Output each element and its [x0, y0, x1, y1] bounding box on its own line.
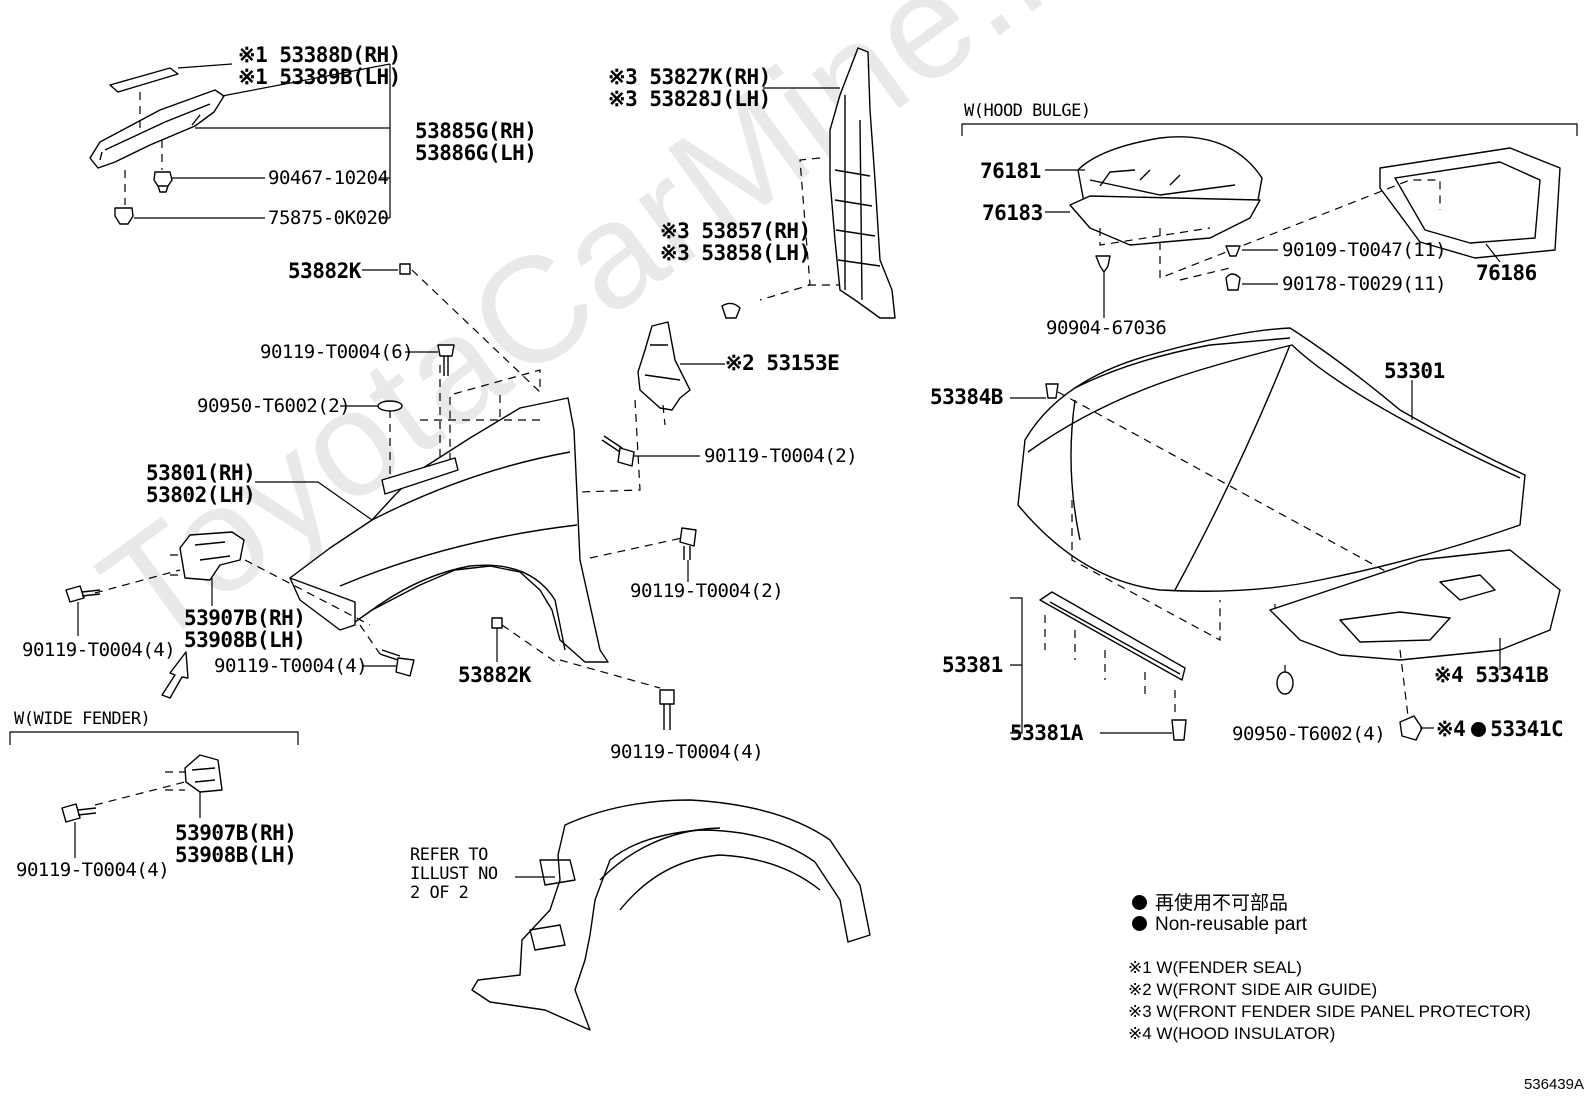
- callout-53827k: ※3 53827K(RH): [608, 65, 771, 89]
- clip-drawing-75875: [114, 207, 134, 225]
- note-1: ※1 W(FENDER SEAL): [1128, 958, 1302, 977]
- callout-90950-2: 90950-T6002(2): [197, 395, 351, 417]
- legend-en-text: Non-reusable part: [1155, 914, 1308, 935]
- non-reusable-dot-icon: [1471, 722, 1487, 737]
- bolt-drawing-lower: [379, 649, 415, 677]
- callout-53341c: ※4 53341C: [1436, 717, 1564, 741]
- air-guide-drawing: [637, 321, 691, 411]
- callout-90119-4-wide: 90119-T0004(4): [16, 859, 170, 881]
- callout-53381: 53381: [942, 653, 1003, 677]
- callout-53341b: ※4 53341B: [1434, 663, 1549, 687]
- note-3: ※3 W(FRONT FENDER SIDE PANEL PROTECTOR): [1128, 1002, 1531, 1021]
- side-panel-protector-drawing: [829, 47, 896, 319]
- fender-seal-drawing: [89, 67, 225, 169]
- callout-53885g: 53885G(RH): [415, 119, 537, 143]
- legend-non-reusable-jp: 再使用不可部品: [1132, 888, 1288, 915]
- callout-53153e: ※2 53153E: [725, 351, 840, 375]
- diagram-code: 536439A: [1523, 1076, 1584, 1093]
- callout-90904: 90904-67036: [1046, 317, 1167, 339]
- callout-90950-4: 90950-T6002(4): [1232, 723, 1386, 745]
- fender-liner-drawing: [471, 799, 871, 1031]
- callout-76181: 76181: [980, 159, 1041, 183]
- callout-90119-6: 90119-T0004(6): [260, 341, 414, 363]
- callout-53882k-bottom: 53882K: [458, 663, 531, 687]
- callout-53802: 53802(LH): [146, 483, 256, 507]
- callout-90119-2-lower: 90119-T0004(2): [630, 580, 784, 602]
- section-title-hood-bulge: W(HOOD BULGE): [964, 101, 1091, 121]
- bolt-drawing-wide: [61, 803, 97, 823]
- callout-53389b: ※1 53389B(LH): [238, 65, 401, 89]
- hood-drawing: [1017, 327, 1526, 592]
- callout-53908b-wide: 53908B(LH): [175, 843, 297, 867]
- legend-non-reusable-en: Non-reusable part: [1132, 914, 1307, 936]
- callout-53384b: 53384B: [930, 385, 1003, 409]
- bracket-drawing-wide: [184, 754, 223, 793]
- callout-90178: 90178-T0029(11): [1282, 273, 1447, 295]
- section-title-wide-fender: W(WIDE FENDER): [14, 709, 151, 729]
- callout-90119-2-upper: 90119-T0004(2): [704, 445, 858, 467]
- bracket-drawing-53907b: [179, 531, 245, 581]
- callout-53301: 53301: [1384, 359, 1445, 383]
- fender-drawing: [289, 397, 609, 663]
- callout-53388d: ※1 53388D(RH): [238, 43, 401, 67]
- callout-90119-4-bottom: 90119-T0004(4): [610, 741, 764, 763]
- bolt-drawing-bottom: [659, 689, 675, 730]
- callout-53882k-top: 53882K: [288, 259, 361, 283]
- note-mark-4: ※4: [1436, 717, 1466, 741]
- bolt-drawing-right: [679, 527, 697, 560]
- callout-53908b: 53908B(LH): [184, 628, 306, 652]
- callout-53886g: 53886G(LH): [415, 141, 537, 165]
- callout-90467: 90467-10204: [268, 167, 389, 189]
- clip-drawing-90467: [153, 171, 173, 193]
- callout-53858: ※3 53858(LH): [660, 241, 811, 265]
- callout-53907b: 53907B(RH): [184, 606, 306, 630]
- callout-53907b-wide: 53907B(RH): [175, 821, 297, 845]
- callout-53857: ※3 53857(RH): [660, 219, 811, 243]
- hood-insulator-drawing: [1269, 549, 1561, 661]
- note-4: ※4 W(HOOD INSULATOR): [1128, 1024, 1336, 1043]
- callout-90119-4-mid: 90119-T0004(4): [214, 655, 368, 677]
- callout-90109: 90109-T0047(11): [1282, 239, 1447, 261]
- hood-seal-drawing: [1039, 591, 1186, 681]
- callout-refer-to-illust: REFER TO ILLUST NO 2 OF 2: [410, 845, 498, 903]
- callout-76186: 76186: [1476, 261, 1537, 285]
- non-reusable-dot-icon: [1132, 916, 1147, 931]
- bulge-frame-drawing: [1379, 147, 1561, 259]
- bolt-drawing-mid: [601, 435, 635, 467]
- arrow-drawing: [161, 651, 189, 699]
- callout-76183: 76183: [982, 201, 1043, 225]
- callout-53801: 53801(RH): [146, 461, 256, 485]
- callout-75875: 75875-0K020: [268, 207, 389, 229]
- bolt-drawing-left: [65, 585, 101, 603]
- callout-53381a: 53381A: [1010, 721, 1083, 745]
- callout-53828j: ※3 53828J(LH): [608, 87, 771, 111]
- callout-53341c-code: 53341C: [1490, 717, 1564, 741]
- non-reusable-dot-icon: [1132, 895, 1147, 910]
- legend-jp-text: 再使用不可部品: [1155, 893, 1289, 914]
- note-2: ※2 W(FRONT SIDE AIR GUIDE): [1128, 980, 1378, 999]
- callout-90119-4-left: 90119-T0004(4): [22, 639, 176, 661]
- bolt-drawing-top: [437, 344, 455, 376]
- hood-bulge-drawing: [1069, 136, 1263, 246]
